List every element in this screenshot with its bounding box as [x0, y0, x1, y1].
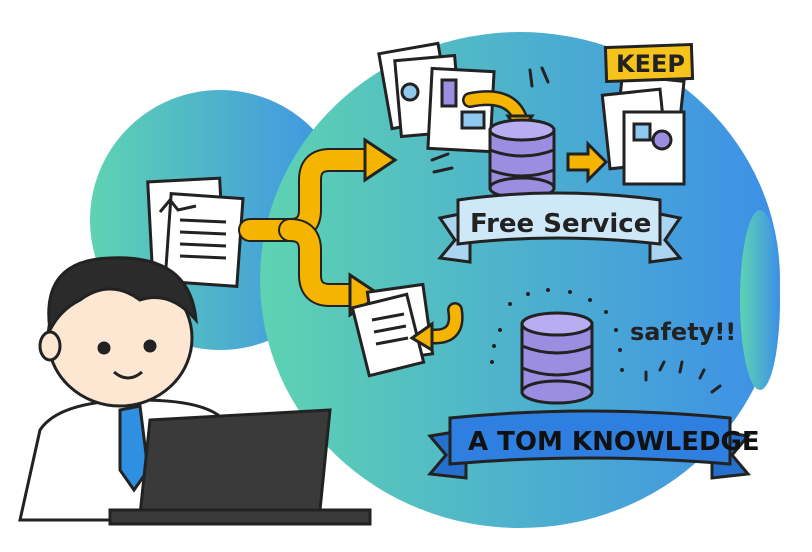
knowledge-ribbon: A TOM KNOWLEDGE: [427, 409, 760, 480]
keep-arrow-icon: [566, 140, 609, 184]
branch-arrow-icon: [238, 148, 382, 307]
safety-sparkle-icon: [644, 360, 722, 394]
keep-documents-icon: [600, 73, 686, 186]
knowledge-database-icon: [520, 311, 594, 405]
arrow-head-upper-icon: [363, 137, 398, 183]
shield-dots-icon: [490, 288, 624, 372]
free-service-label: Free Service: [470, 209, 651, 239]
free-service-database-icon: [488, 118, 556, 200]
knowledge-label: A TOM KNOWLEDGE: [468, 427, 760, 457]
upload-documents-icon: [377, 41, 496, 154]
free-service-ribbon: Free Service: [437, 191, 683, 264]
motion-lines-icon: [430, 66, 550, 174]
source-document-icon: [146, 176, 245, 289]
tie-icon: [118, 404, 150, 493]
keep-tag: KEEP: [603, 42, 695, 84]
safety-label: safety!!: [630, 318, 736, 346]
laptop-icon: [108, 408, 372, 526]
keep-label: KEEP: [616, 50, 685, 78]
